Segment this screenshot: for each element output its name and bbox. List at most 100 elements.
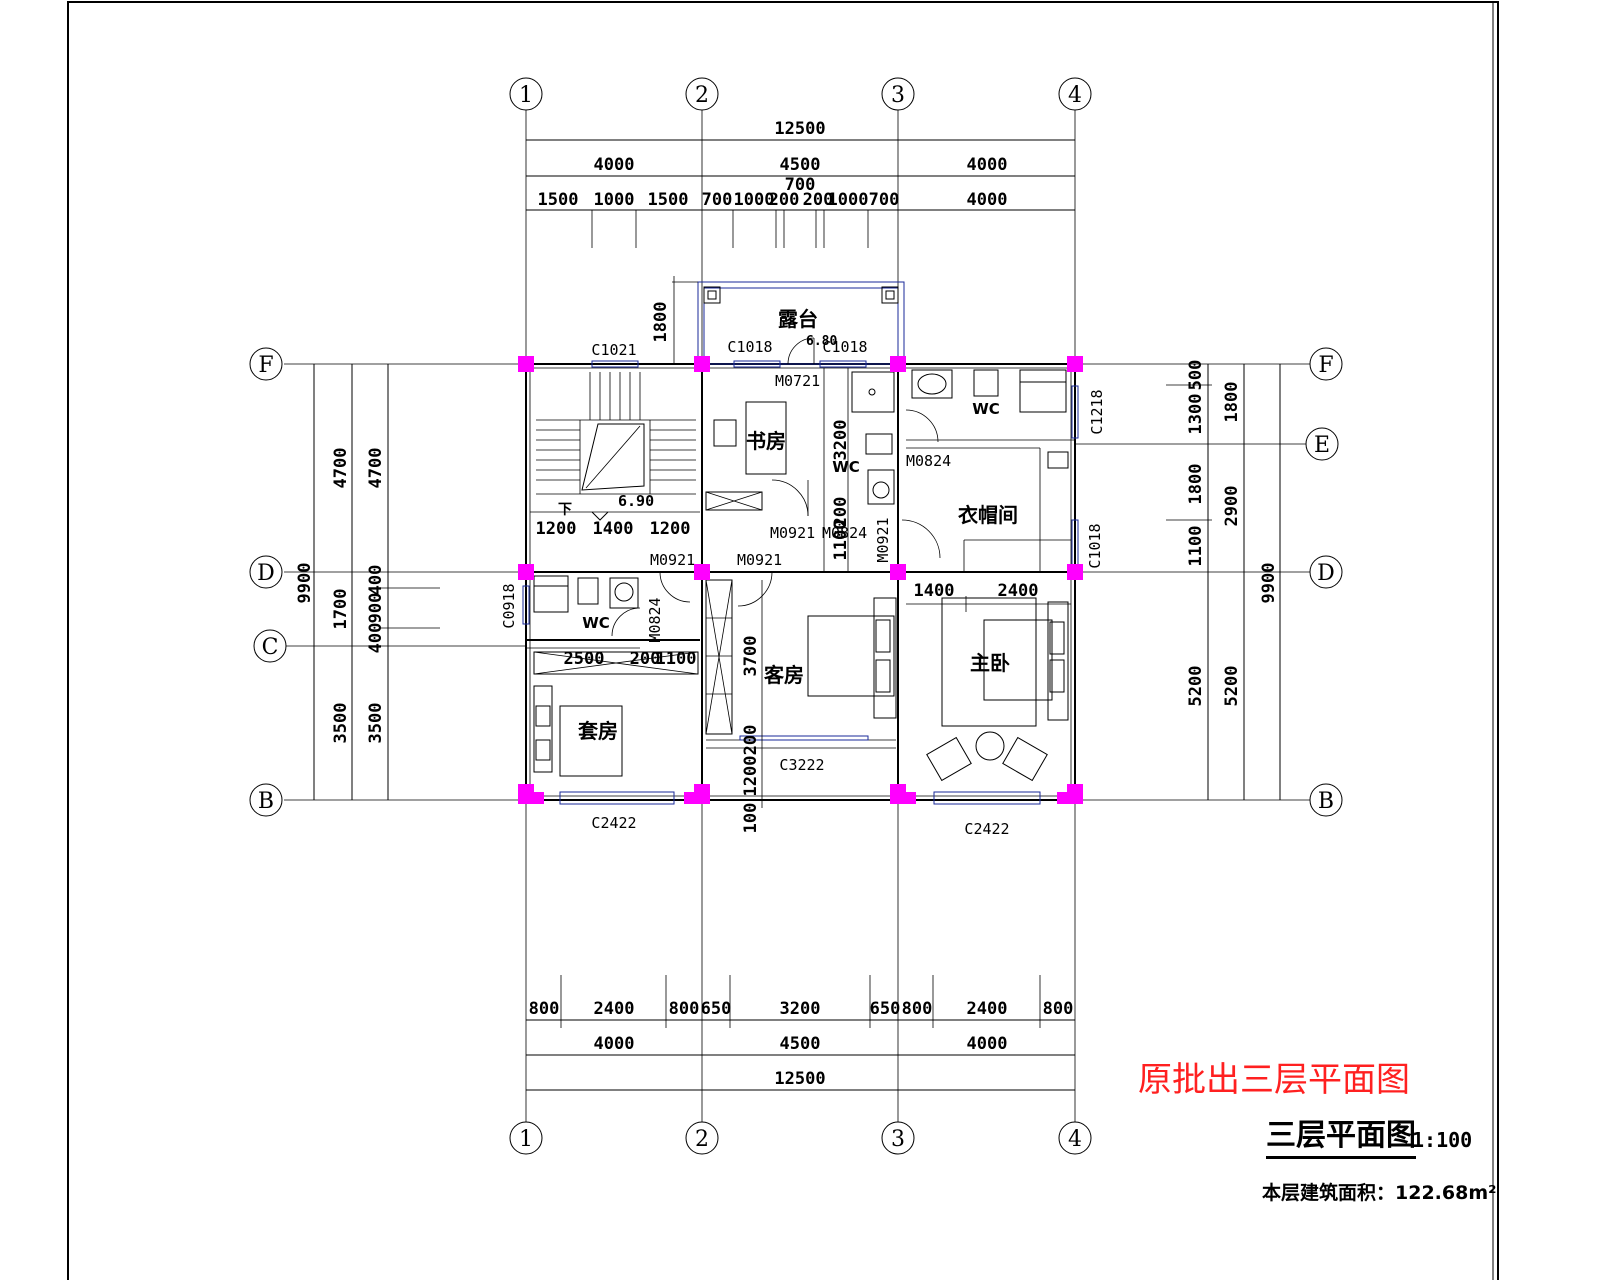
dim-left-inner: 4700	[366, 448, 386, 489]
axis-label: C	[262, 635, 279, 660]
dim-bottom-mid: 4500	[780, 1034, 821, 1054]
floor-area: 本层建筑面积：122.68m²	[1262, 1178, 1496, 1205]
dim-top-detail: 1500	[538, 190, 579, 210]
room-guest: 客房	[763, 663, 804, 687]
terrace: 1800	[651, 276, 905, 365]
dim-left-inner: 900	[366, 593, 386, 624]
room-master: 主卧	[970, 651, 1010, 675]
window-label: C2422	[591, 814, 636, 832]
dim-right-mid: 5200	[1222, 666, 1242, 707]
dim-left-inner: 400	[366, 565, 386, 596]
room-wc: WC	[582, 614, 610, 632]
dim-stair: 1200	[650, 519, 691, 539]
axis-label: 4	[1068, 1127, 1082, 1152]
dim-right-inner: 5200	[1186, 666, 1206, 707]
dim-top-detail: 4000	[967, 190, 1008, 210]
dim-top-detail: 200	[803, 190, 834, 210]
dim-right-mid: 2900	[1222, 486, 1242, 527]
dim-right-inner: 1100	[1186, 526, 1206, 567]
dim-left-mid: 1700	[331, 589, 351, 630]
interior-dimensions: 2500 200 1100 3200 1100 200 3700 1200 20…	[564, 420, 1071, 833]
dim-interior: 1200	[741, 756, 761, 797]
dim-left-inner: 3500	[366, 703, 386, 744]
dim-top-detail: 1500	[648, 190, 689, 210]
dim-wc: 200	[630, 649, 661, 669]
window-label: C1021	[591, 341, 636, 359]
door-label: M0824	[646, 597, 664, 642]
dim-right-inner: 1800	[1186, 464, 1206, 505]
dim-master: 2400	[998, 581, 1039, 601]
axis-bubbles-right: F E D B	[1305, 347, 1343, 817]
window-label: C1018	[1086, 523, 1104, 568]
revision-note: 原批出三层平面图	[1138, 1060, 1410, 1100]
top-dimensions: 12500 4000 4500 4000 1500 1000 1500 700 …	[526, 119, 1075, 248]
dim-bottom-detail: 3200	[780, 999, 821, 1019]
axis-bubbles-left: F D C B	[249, 347, 287, 817]
floor-area-value: 122.68m²	[1395, 1182, 1497, 1204]
dim-top-detail: 200	[769, 190, 800, 210]
door-label: M0921	[737, 551, 782, 569]
windows: C1021 C1018 C1018 C1218 C1018 C0918 C322…	[500, 338, 1106, 838]
room-cloakroom: 衣帽间	[958, 503, 1018, 527]
sheet-border	[67, 1, 1499, 1280]
dim-left-outer: 9900	[295, 563, 315, 604]
staircase: 下 6.90 1200 1400 1200	[530, 372, 700, 539]
dim-bottom-detail: 650	[870, 999, 901, 1019]
grid-lines	[284, 110, 1310, 1122]
axis-bubbles-top: 1 2 3 4	[509, 77, 1092, 111]
door-label: M0824	[822, 524, 867, 542]
dim-interior: 3200	[831, 420, 851, 461]
axis-label: 3	[891, 83, 905, 108]
dim-bottom-detail: 800	[529, 999, 560, 1019]
floor-area-label: 本层建筑面积：	[1262, 1182, 1396, 1204]
dim-wc: 2500	[564, 649, 605, 669]
dim-top-detail: 1000	[828, 190, 869, 210]
door-label: M0921	[874, 517, 892, 562]
dim-top-mid: 4000	[594, 155, 635, 175]
dim-top-detail: 700	[869, 190, 900, 210]
dim-bottom-detail: 650	[701, 999, 732, 1019]
dim-bottom-mid: 4000	[594, 1034, 635, 1054]
dim-right-mid: 1800	[1222, 382, 1242, 423]
axis-label: 1	[519, 83, 533, 108]
door-label: M0921	[650, 551, 695, 569]
door-label: M0721	[775, 372, 820, 390]
dim-balcony: 1800	[651, 302, 671, 343]
left-dimensions: 9900 4700 1700 3500 4700 400 900 400 350…	[295, 364, 440, 800]
dim-interior: 200	[741, 725, 761, 756]
doors: M0721 6.80 M0824 M0921 M0824 M0921 M0921…	[611, 334, 951, 643]
window-label: C2422	[964, 820, 1009, 838]
axis-label: 2	[695, 1127, 709, 1152]
axis-label: 2	[695, 83, 709, 108]
bottom-dimensions: 800 2400 800 650 3200 650 800 2400 800 4…	[526, 975, 1075, 1091]
axis-label: D	[257, 561, 275, 586]
dim-right-inner: 500	[1186, 360, 1206, 391]
room-suite: 套房	[578, 719, 618, 743]
window-label: C1018	[727, 338, 772, 356]
dim-top-detail: 700	[702, 190, 733, 210]
stair-down-label: 下	[558, 502, 572, 518]
axis-bubbles-bottom: 1 2 3 4	[509, 1121, 1092, 1155]
dim-left-mid: 3500	[331, 703, 351, 744]
dim-interior: 200	[831, 497, 851, 528]
room-study: 书房	[746, 429, 786, 453]
axis-label: D	[1317, 561, 1335, 586]
furniture	[533, 369, 1069, 782]
elevation-mark: 6.90	[618, 492, 654, 510]
door-label: M0921	[770, 524, 815, 542]
dim-top-total: 12500	[774, 119, 825, 139]
axis-label: E	[1314, 433, 1330, 458]
dim-bottom-detail: 800	[669, 999, 700, 1019]
dim-stair: 1200	[536, 519, 577, 539]
dim-left-inner: 400	[366, 623, 386, 654]
room-wc: WC	[972, 400, 1000, 418]
dim-top-mid: 4500	[780, 155, 821, 175]
columns	[518, 356, 1083, 804]
dim-top-mid: 4000	[967, 155, 1008, 175]
dim-bottom-detail: 800	[902, 999, 933, 1019]
dim-bottom-detail: 800	[1043, 999, 1074, 1019]
window-label: C0918	[500, 583, 518, 628]
dim-interior: 1100	[831, 520, 851, 561]
dim-top-detail: 1000	[594, 190, 635, 210]
